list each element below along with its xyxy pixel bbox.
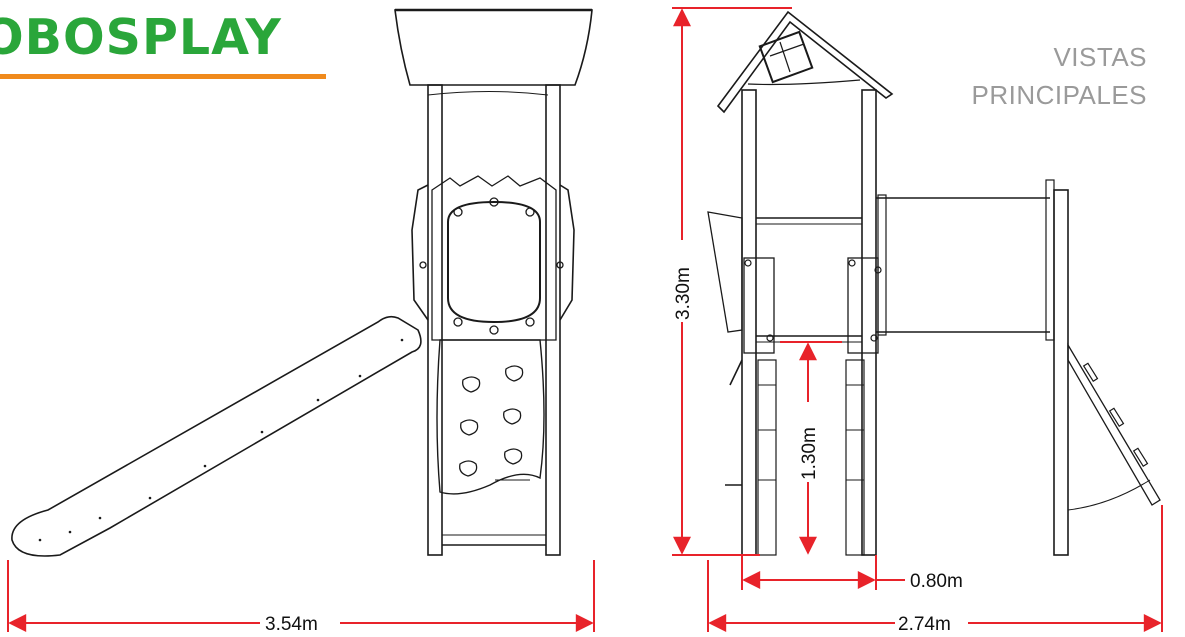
brand-logo: OBOSPLAY — [0, 9, 282, 66]
dim-side-width-label: 2.74m — [898, 614, 951, 635]
side-ladder-right — [845, 359, 865, 556]
side-left-board — [707, 211, 743, 333]
side-ladder-left — [757, 359, 777, 556]
side-roof — [716, 10, 894, 114]
front-slide — [11, 315, 422, 557]
dimension-lines — [7, 7, 1163, 632]
side-panel-right — [847, 257, 879, 354]
dim-total-height-label: 3.30m — [673, 267, 694, 320]
front-window — [447, 200, 541, 324]
dim-front-width-label: 3.54m — [265, 614, 318, 635]
side-post-far — [1053, 189, 1069, 556]
logo-underline — [0, 74, 326, 79]
side-view — [707, 10, 1161, 556]
side-panel-left — [743, 257, 775, 354]
side-climbing-ramp — [1067, 342, 1161, 506]
side-post-right — [861, 89, 877, 556]
page-title-line1: VISTAS — [1053, 42, 1147, 72]
front-view — [11, 8, 593, 557]
front-post-right — [545, 84, 561, 556]
front-roof — [394, 9, 593, 86]
page-title-line2: PRINCIPALES — [971, 80, 1147, 110]
front-climbing-wall — [436, 339, 545, 495]
climbing-holds — [459, 365, 524, 477]
front-crenel-panel — [431, 175, 557, 341]
front-side-panel-right — [559, 184, 575, 321]
dim-passage-width-label: 0.80m — [910, 571, 963, 592]
dim-platform-height-label: 1.30m — [799, 427, 820, 480]
front-side-panel-left — [411, 184, 429, 321]
